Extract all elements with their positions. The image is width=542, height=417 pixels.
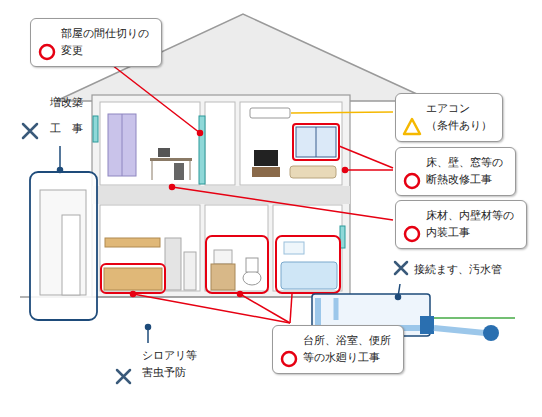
callout-box: 部屋の間仕切りの 変更 bbox=[30, 18, 162, 67]
bathtub bbox=[281, 262, 337, 289]
circle-symbol bbox=[402, 171, 422, 191]
triangle-symbol bbox=[404, 119, 420, 134]
chair bbox=[174, 163, 184, 180]
drain-pipe bbox=[334, 298, 339, 320]
washbasin bbox=[214, 250, 232, 264]
fridge bbox=[165, 238, 181, 290]
extension-outline bbox=[30, 172, 97, 320]
leader-dot bbox=[198, 131, 203, 136]
kitchen-counter bbox=[104, 268, 162, 290]
drain-pipe bbox=[318, 298, 424, 328]
toilet bbox=[243, 271, 261, 285]
leader-dot bbox=[170, 185, 175, 190]
room bbox=[273, 205, 342, 291]
callout-box: エアコン （条件あり） bbox=[395, 93, 503, 142]
leader-line bbox=[172, 187, 393, 220]
room bbox=[100, 205, 200, 291]
house-wall bbox=[92, 95, 350, 297]
leader-line bbox=[112, 65, 200, 133]
callout-text: 部屋の間仕切りの 変更 bbox=[61, 25, 152, 59]
wall-insulation bbox=[93, 116, 98, 142]
leader-line bbox=[345, 169, 393, 171]
leader-line bbox=[291, 112, 393, 113]
tv-stand bbox=[252, 167, 280, 177]
circle-symbol bbox=[405, 174, 419, 188]
air-conditioner bbox=[250, 108, 290, 118]
shelf bbox=[184, 252, 196, 290]
callout-text: エアコン （条件あり） bbox=[426, 100, 493, 134]
wardrobe bbox=[108, 114, 136, 176]
callout-box: 台所、浴室、便所 等の水廻り工事 bbox=[272, 325, 404, 374]
window bbox=[296, 127, 336, 157]
desk bbox=[190, 161, 191, 180]
highlight-outline bbox=[293, 124, 339, 160]
circle-symbol bbox=[282, 352, 296, 366]
circle-symbol bbox=[402, 224, 422, 244]
door bbox=[62, 215, 80, 295]
note-label: 増改築 工 事 bbox=[50, 90, 86, 143]
callout-text: 床材、内壁材等の 内装工事 bbox=[426, 207, 517, 241]
leader-dot bbox=[396, 295, 401, 300]
leader-dot bbox=[238, 292, 243, 297]
circle-symbol bbox=[40, 45, 54, 59]
highlight-outline bbox=[101, 264, 165, 293]
circle-symbol bbox=[405, 227, 419, 241]
leader-dot bbox=[343, 168, 348, 173]
leader-dot bbox=[146, 325, 151, 330]
kitchen-cabinet bbox=[105, 238, 160, 247]
sewer-pipe bbox=[434, 328, 485, 333]
circle-symbol bbox=[279, 349, 299, 369]
leader-line bbox=[339, 146, 393, 168]
wardrobe bbox=[122, 114, 123, 176]
cross-symbol bbox=[395, 262, 407, 274]
room bbox=[240, 102, 342, 185]
leader-line bbox=[290, 294, 292, 323]
sewer-main bbox=[483, 325, 499, 341]
callout-box: 床材、内壁材等の 内装工事 bbox=[395, 200, 527, 249]
desk bbox=[152, 161, 153, 180]
room bbox=[100, 102, 200, 185]
leader-dot bbox=[58, 168, 63, 173]
toilet-tank bbox=[246, 258, 258, 272]
sofa bbox=[290, 166, 336, 178]
leader-dot bbox=[131, 292, 136, 297]
leader-line bbox=[133, 294, 290, 323]
circle-symbol bbox=[37, 42, 57, 62]
highlight-outline bbox=[206, 236, 268, 293]
leader-line bbox=[59, 146, 61, 170]
note-label: シロアリ等 害虫予防 bbox=[142, 348, 200, 381]
extension-room bbox=[40, 190, 86, 295]
callout-text: 床、壁、窓等の 断熱改修工事 bbox=[426, 154, 506, 188]
window bbox=[316, 127, 317, 157]
partition-wall bbox=[199, 116, 205, 184]
room bbox=[205, 102, 235, 185]
tv bbox=[254, 150, 278, 166]
callout-box: 床、壁、窓等の 断熱改修工事 bbox=[395, 147, 516, 196]
mirror bbox=[284, 242, 304, 254]
inspection-basin bbox=[420, 316, 434, 334]
monitor bbox=[158, 148, 170, 157]
ground-line bbox=[430, 317, 515, 319]
desk bbox=[150, 158, 192, 161]
room bbox=[205, 205, 268, 291]
leader-line bbox=[240, 294, 290, 323]
cross-symbol bbox=[117, 370, 130, 383]
vanity bbox=[211, 264, 235, 290]
triangle-symbol bbox=[402, 117, 422, 137]
cross-symbol bbox=[23, 124, 37, 138]
note-label: 接続ます、汚水管 bbox=[414, 262, 513, 279]
highlight-outline bbox=[276, 236, 340, 293]
callout-text: 台所、浴室、便所 等の水廻り工事 bbox=[303, 332, 394, 366]
